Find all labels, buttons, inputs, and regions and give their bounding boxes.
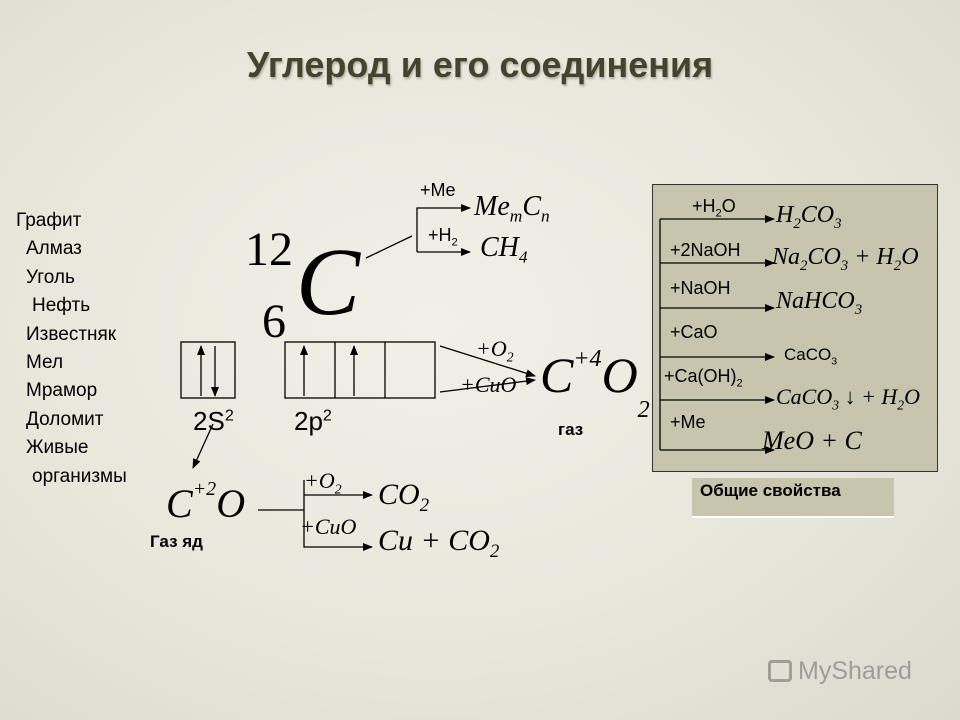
carbon-symbol: C (296, 228, 361, 335)
property-product-na2co3: Na2CO3 + H2O (772, 244, 919, 274)
p-orbital-boxes (284, 341, 436, 399)
arrow-me (416, 204, 471, 252)
co-product-cu-co2: Cu + CO2 (378, 524, 500, 562)
property-product-nahco3: NaHCO3 (776, 288, 863, 318)
list-item: Алмаз (26, 238, 82, 260)
atomic-number: 6 (262, 295, 286, 348)
page-title: Углерод и его соединения (246, 44, 714, 85)
co-product-co2: CO2 (378, 478, 429, 516)
arrow-cuo (439, 377, 536, 393)
list-item: Нефть (32, 295, 91, 317)
arrow-to-co (192, 423, 214, 469)
s-orbital-box (180, 341, 236, 399)
list-item: Мрамор (26, 380, 98, 402)
presentation-icon (768, 660, 792, 682)
carbon-leader-line (365, 235, 413, 259)
carbon-monoxide: C+2O (166, 477, 246, 526)
property-reagent-h2o: +H2O (692, 196, 736, 220)
co-reagent-cuo: +CuO (300, 514, 357, 539)
list-item: Известняк (26, 323, 117, 345)
general-properties-label: Общие свойства (700, 481, 841, 500)
co-reagent-o2: +O2 (304, 468, 342, 497)
list-item: организмы (32, 465, 127, 487)
property-reagent-cao: +CaO (670, 322, 718, 342)
property-product-h2co3: H2CO3 (776, 202, 842, 232)
list-item: Графит (16, 210, 82, 231)
list-item: Мел (26, 352, 64, 374)
arrow-co-cuo (303, 480, 373, 551)
property-reagent-naoh: +NaOH (670, 278, 731, 298)
product-methane: CH4 (480, 232, 528, 267)
general-properties-label-box: Общие свойства (692, 478, 894, 518)
reagent-h2: +H2 (428, 225, 458, 249)
property-product-caco3-precipitate: CaCO3 ↓ + H2O (776, 384, 920, 413)
list-item: Уголь (26, 266, 75, 288)
s-orbital-label: 2S2 (193, 406, 234, 436)
property-product-caco3: CaCO3 (784, 345, 838, 368)
property-reagent-me: +Me (670, 412, 706, 432)
gas-label: газ (558, 420, 584, 439)
list-item: Живые (26, 437, 89, 459)
property-reagent-caoh2: +Ca(OH)2 (664, 366, 743, 390)
occurrence-list: Графит Алмаз Уголь Нефть Известняк Мел М… (16, 207, 127, 491)
poison-gas-label: Газ яд (150, 532, 203, 551)
reagent-cuo: +CuO (460, 372, 517, 397)
reagent-o2: +O2 (476, 336, 514, 365)
general-properties-panel (652, 184, 938, 472)
carbon-dioxide: C+4O2 (540, 346, 650, 423)
p-orbital-label: 2p2 (294, 406, 332, 436)
reagent-me: +Me (420, 180, 456, 200)
watermark-logo: MyShared (768, 657, 912, 686)
property-product-meo-c: MeO + C (762, 426, 862, 455)
mass-number: 12 (245, 223, 293, 276)
property-reagent-2naoh: +2NaOH (670, 240, 741, 260)
list-item: Доломит (26, 408, 104, 430)
arrow-o2 (439, 345, 536, 378)
product-metal-carbide: MemCn (474, 191, 550, 226)
